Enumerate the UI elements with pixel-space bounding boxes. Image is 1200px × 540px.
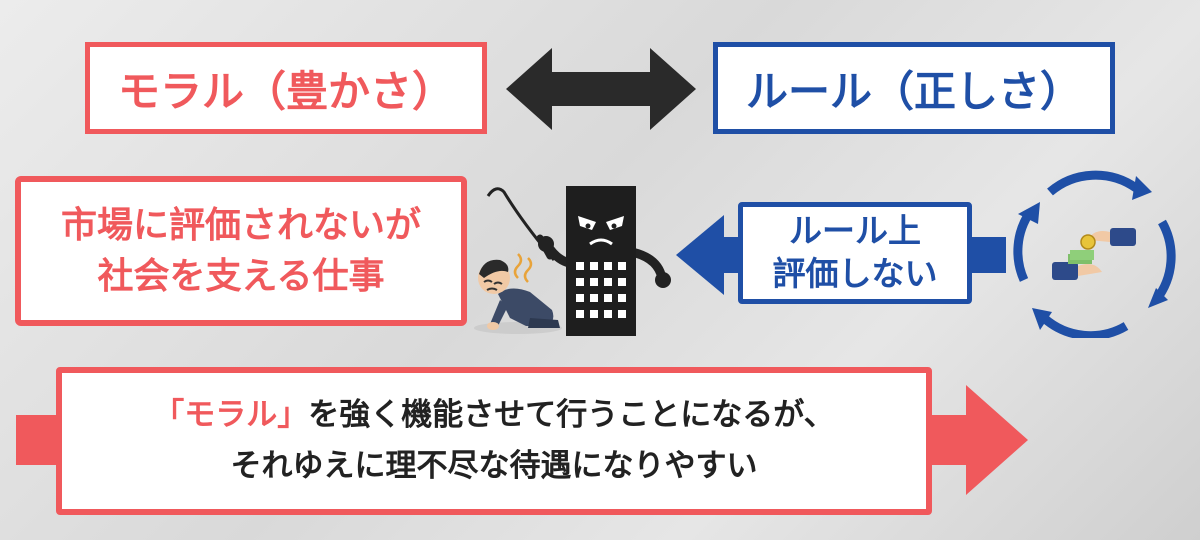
conclusion-line-2: それゆえに理不尽な待遇になりやすい bbox=[230, 448, 758, 484]
market-work-box: 市場に評価されないが 社会を支える仕事 bbox=[15, 176, 467, 326]
rule-eval-line-2: 評価しない bbox=[772, 254, 938, 293]
market-line-2: 社会を支える仕事 bbox=[97, 256, 385, 297]
conclusion-box: 「モラル」を強く機能させて行うことになるが、 それゆえに理不尽な待遇になりやすい bbox=[56, 367, 932, 515]
conclusion-line-1-rest: を強く機能させて行うことになるが、 bbox=[308, 396, 835, 433]
rule-label: ルール（正しさ） bbox=[745, 66, 1082, 116]
worker-kneeling-icon bbox=[474, 253, 562, 334]
company-building-whip-icon bbox=[486, 186, 671, 336]
moral-box: モラル（豊かさ） bbox=[85, 42, 487, 134]
money-cycle-icon bbox=[1013, 170, 1176, 338]
moral-label: モラル（豊かさ） bbox=[117, 66, 454, 116]
double-arrow-icon bbox=[506, 48, 696, 130]
conclusion-quote: 「モラル」 bbox=[153, 396, 309, 433]
rule-evaluation-box: ルール上 評価しない bbox=[738, 202, 972, 304]
conclusion-line-1: 「モラル」を強く機能させて行うことになるが、 bbox=[153, 390, 834, 441]
rule-box: ルール（正しさ） bbox=[713, 42, 1115, 134]
market-line-1: 市場に評価されないが bbox=[60, 204, 421, 246]
rule-eval-line-1: ルール上 bbox=[789, 211, 921, 251]
